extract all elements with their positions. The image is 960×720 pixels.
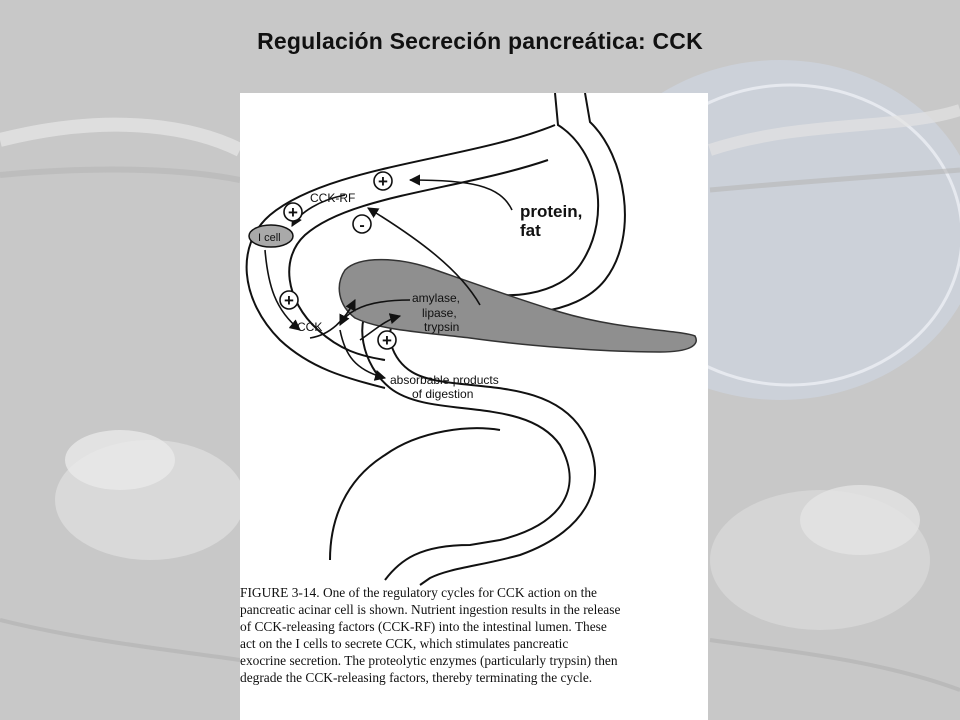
plus-sign-top: + (373, 171, 393, 191)
caption-line: degrade the CCK-releasing factors, there… (240, 670, 593, 685)
arrow-enzyme-action (359, 313, 402, 341)
duodenum-descending (329, 427, 501, 561)
caption-line: act on the I cells to secrete CCK, which… (240, 636, 569, 651)
minus-sign: - (352, 214, 372, 234)
caption-line: pancreatic acinar cell is shown. Nutrien… (240, 602, 621, 617)
arrow-enzymes-to-lumen (339, 299, 411, 327)
arrow-trypsin-inhibits-cckrf (367, 207, 481, 306)
lipase-label: lipase, (422, 306, 457, 320)
slide-title: Regulación Secreción pancreática: CCK (257, 28, 703, 54)
arrow-to-absorbable (339, 329, 387, 381)
gut-inner-wall (389, 93, 626, 586)
arrow-icell-to-cck (264, 249, 301, 331)
cck-label: CCK (297, 320, 322, 334)
svg-text:+: + (382, 331, 392, 350)
i-cell-label: I cell (258, 232, 281, 244)
arrow-nutrients-to-cckrf (408, 174, 513, 211)
gut-loop-left (245, 124, 556, 389)
plus-sign-enzymes: + (377, 330, 397, 350)
pancreas (338, 258, 697, 353)
cck-regulation-diagram: I cell + + - + + CCK-RF (245, 93, 697, 586)
caption-line: exocrine secretion. The proteolytic enzy… (240, 653, 618, 668)
svg-text:+: + (284, 291, 294, 310)
trypsin-label: trypsin (424, 320, 459, 334)
fat-label: fat (520, 221, 541, 240)
plus-sign-icell: + (279, 290, 299, 310)
absorbable-label-line1: absorbable products (390, 373, 499, 387)
figure-panel: I cell + + - + + CCK-RF (240, 93, 708, 720)
protein-label: protein, (520, 202, 582, 221)
caption-line: of CCK-releasing factors (CCK-RF) into t… (240, 619, 607, 634)
svg-text:-: - (359, 217, 364, 234)
caption-line: FIGURE 3-14. One of the regulatory cycle… (240, 585, 597, 600)
amylase-label: amylase, (412, 291, 460, 305)
svg-text:+: + (378, 172, 388, 191)
i-cell (248, 224, 294, 248)
arrow-cck-to-pancreas (309, 298, 356, 339)
absorbable-label-line2: of digestion (412, 387, 473, 401)
svg-text:+: + (288, 203, 298, 222)
cck-rf-label: CCK-RF (310, 191, 355, 205)
arrow-cckrf-to-icell (291, 194, 346, 227)
figure-caption: FIGURE 3-14. One of the regulatory cycle… (240, 584, 715, 686)
gut-loop-inner (288, 159, 549, 361)
plus-sign-cckrf: + (283, 202, 303, 222)
gut-outer-wall (361, 93, 600, 581)
